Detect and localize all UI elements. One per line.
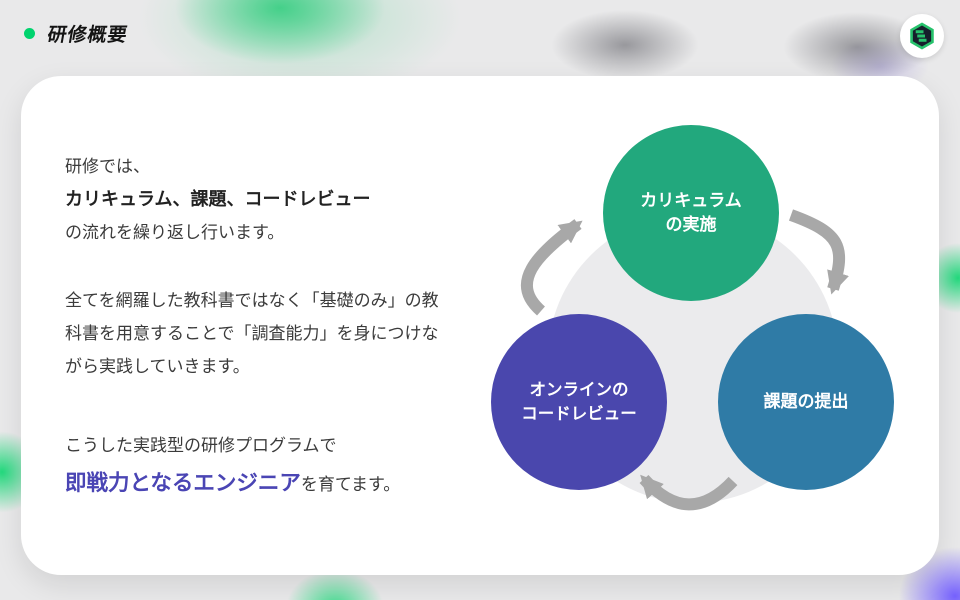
intro-line3: の流れを繰り返し行います。 [65, 223, 285, 242]
closing-line2: 即戦力となるエンジニアを育てます。 [65, 471, 401, 495]
body-line1: 全てを網羅した教科書ではなく「基礎のみ」の教 [65, 291, 439, 310]
arrow-curriculum-to-assignment-icon [788, 209, 849, 295]
closing-suffix: を育てます。 [300, 475, 401, 494]
intro-paragraph: 研修では、 カリキュラム、課題、コードレビュー の流れを繰り返し行います。 [65, 150, 481, 249]
arrow-assignment-to-review-icon [639, 474, 738, 511]
node-review-label1: オンラインの [529, 381, 629, 399]
node-review-label2: コードレビュー [521, 405, 637, 423]
intro-line1: 研修では、 [65, 157, 150, 176]
highlight-text: 即戦力となるエンジニア [65, 471, 301, 495]
node-curriculum-label2: の実施 [665, 215, 717, 234]
title-bullet-icon [24, 28, 35, 39]
arrow-review-to-curriculum-icon [521, 219, 583, 316]
text-block: 研修では、 カリキュラム、課題、コードレビュー の流れを繰り返し行います。 全て… [65, 150, 481, 506]
page-title: 研修概要 [45, 25, 130, 46]
hexagon-logo-icon [910, 22, 934, 50]
body-line3: がら実践していきます。 [65, 357, 250, 376]
node-assignment-submission: 課題の提出 [718, 314, 894, 490]
closing-line1: こうした実践型の研修プログラムで [65, 436, 337, 455]
node-online-code-review: オンラインの コードレビュー [491, 314, 667, 490]
body-line2: 科書を用意することで「調査能力」を身につけな [65, 324, 439, 343]
cycle-diagram: カリキュラム の実施 オンラインの コードレビュー 課題の提出 [481, 115, 921, 525]
node-curriculum: カリキュラム の実施 [603, 125, 779, 301]
node-curriculum-label1: カリキュラム [640, 191, 742, 210]
node-assignment-label1: 課題の提出 [763, 392, 849, 411]
content-card: 研修では、 カリキュラム、課題、コードレビュー の流れを繰り返し行います。 全て… [21, 76, 939, 575]
body-paragraph: 全てを網羅した教科書ではなく「基礎のみ」の教 科書を用意することで「調査能力」を… [65, 284, 481, 383]
brand-logo [900, 14, 944, 58]
closing-paragraph: こうした実践型の研修プログラムで 即戦力となるエンジニアを育てます。 [65, 429, 481, 506]
header: 研修概要 [24, 20, 130, 47]
cycle-arrows [521, 209, 849, 511]
intro-line2-bold: カリキュラム、課題、コードレビュー [65, 189, 371, 209]
